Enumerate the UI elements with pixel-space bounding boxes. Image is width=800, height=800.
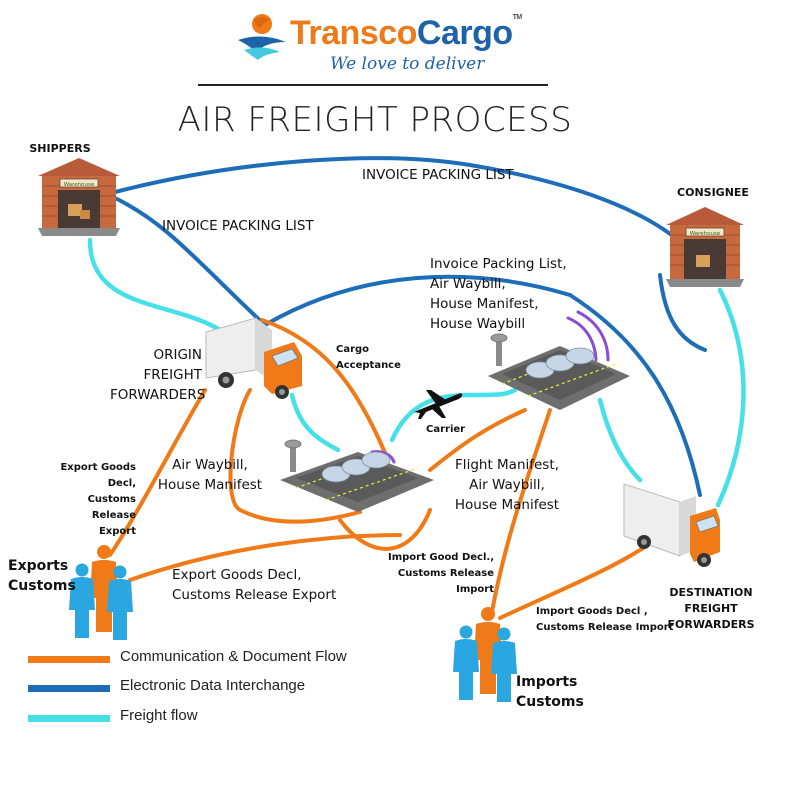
- legend-swatch-edi: [28, 685, 110, 692]
- import-good-decl-line-2: Customs Release Import: [397, 568, 494, 595]
- freight-line-origin-airport: [289, 392, 341, 453]
- title-divider: [198, 84, 548, 86]
- origin-forwarders-line-3: FORWARDERS: [110, 387, 206, 403]
- origin-airport-icon: [280, 439, 434, 512]
- edi-doc-line-3: House Manifest,: [430, 296, 539, 312]
- invoice-packing-list-top-label: INVOICE PACKING LIST: [362, 167, 514, 183]
- brand-name-part2: Cargo: [416, 14, 513, 52]
- export-goods-decl-left-line-2: Customs Release: [87, 494, 136, 521]
- comm-line-origin-airport-docs: [228, 388, 362, 524]
- imports-customs-label: Imports Customs: [516, 672, 586, 712]
- flight-manifest-label: Flight Manifest, Air Waybill, House Mani…: [448, 455, 566, 515]
- air-waybill-house-manifest-label: Air Waybill, House Manifest: [152, 455, 268, 495]
- export-goods-decl-left-label: Export Goods Decl, Customs Release Expor…: [40, 460, 136, 540]
- comm-line-import-decl-loop: [338, 508, 432, 551]
- edi-documents-label: Invoice Packing List, Air Waybill, House…: [430, 254, 567, 334]
- import-goods-decl-line-2: Customs Release Import: [536, 622, 674, 633]
- edi-doc-line-2: Air Waybill,: [430, 276, 506, 292]
- edi-doc-line-1: Invoice Packing List,: [430, 256, 567, 272]
- flight-manifest-line-2: Air Waybill,: [469, 477, 545, 493]
- exports-customs-label: Exports Customs: [8, 556, 76, 596]
- legend-swatch-communication: [28, 656, 110, 663]
- cargo-acceptance-line-1: Cargo: [336, 344, 370, 355]
- origin-forwarders-label: ORIGIN FREIGHT FORWARDERS: [110, 345, 206, 405]
- edi-line-origin-destination-docs: [263, 274, 572, 327]
- destination-forwarders-line-2: FREIGHT: [684, 602, 738, 615]
- shippers-sign-text: Warehouse: [64, 182, 95, 188]
- freight-line-shipper-origin: [87, 237, 223, 333]
- brand-tagline: We love to deliver: [330, 54, 485, 74]
- imports-customs-line-1: Imports: [516, 674, 578, 690]
- origin-forwarders-line-2: FREIGHT: [143, 367, 202, 383]
- air-waybill-line-2: House Manifest: [157, 477, 263, 493]
- trademark: TM: [512, 14, 523, 21]
- destination-forwarders-label: DESTINATION FREIGHT FORWARDERS: [652, 585, 770, 633]
- exports-customs-line-1: Exports: [8, 558, 69, 574]
- export-goods-decl-left-line-1: Export Goods Decl,: [60, 462, 136, 489]
- origin-forwarders-line-1: ORIGIN: [153, 347, 202, 363]
- exports-customs-people-icon: [69, 545, 133, 640]
- edi-lines: [113, 156, 707, 497]
- comm-line-exports-airport: [128, 533, 402, 582]
- imports-customs-line-2: Customs: [516, 694, 584, 710]
- export-goods-decl-left-line-3: Export: [98, 526, 136, 537]
- destination-airport-arc-2: [576, 310, 610, 362]
- airplane-icon: [414, 390, 463, 419]
- export-goods-decl-bottom-line-1: Export Goods Decl,: [172, 567, 302, 583]
- imports-customs-people-icon: [453, 607, 517, 702]
- freight-flow-lines: [87, 237, 746, 508]
- import-good-decl-line-1: Import Good Decl.,: [388, 552, 494, 563]
- consignee-warehouse-icon: Warehouse: [666, 207, 744, 287]
- brand-name: TranscoCargoTM: [290, 14, 522, 53]
- air-waybill-line-1: Air Waybill,: [172, 457, 248, 473]
- legend-label-communication: Communication & Document Flow: [120, 648, 347, 665]
- edi-line-docs-destination: [568, 293, 702, 497]
- edi-line-shipper-consignee: [113, 156, 680, 242]
- shippers-label: SHIPPERS: [29, 142, 91, 155]
- edi-doc-line-4: House Waybill: [430, 316, 526, 332]
- cargo-acceptance-line-2: Acceptance: [336, 360, 401, 371]
- legend-swatch-freight: [28, 715, 110, 722]
- export-goods-decl-bottom-line-2: Customs Release Export: [172, 587, 337, 603]
- edi-line-shipper-origin: [113, 196, 267, 327]
- freight-line-carrier: [389, 387, 518, 443]
- brand-name-part1: Transco: [290, 14, 417, 52]
- freight-line-destination-consignee: [715, 287, 746, 508]
- carrier-label: Carrier: [426, 424, 466, 435]
- freight-line-airport-destination: [597, 397, 643, 483]
- legend-label-edi: Electronic Data Interchange: [120, 677, 306, 694]
- comm-line-cargo-acceptance: [260, 318, 390, 462]
- destination-airport-icon: [488, 333, 630, 410]
- cargo-acceptance-label: Cargo Acceptance: [336, 342, 401, 374]
- communication-lines: [108, 318, 650, 620]
- import-good-decl-label: Import Good Decl., Customs Release Impor…: [368, 550, 494, 598]
- brand-logo-icon: [238, 14, 286, 60]
- shippers-warehouse-icon: Warehouse: [38, 158, 120, 236]
- import-goods-decl-line-1: Import Goods Decl ,: [536, 606, 648, 617]
- flight-manifest-line-1: Flight Manifest,: [455, 457, 559, 473]
- exports-customs-line-2: Customs: [8, 578, 76, 594]
- export-goods-decl-bottom-label: Export Goods Decl, Customs Release Expor…: [172, 565, 336, 605]
- legend-label-freight: Freight flow: [120, 707, 198, 724]
- import-goods-decl-label: Import Goods Decl , Customs Release Impo…: [536, 604, 673, 636]
- page-title: AIR FREIGHT PROCESS: [177, 100, 573, 140]
- edi-line-consignee-branch: [658, 273, 707, 352]
- comm-line-flight-manifest-b: [490, 408, 552, 614]
- comm-line-imports-destination: [498, 543, 650, 620]
- consignee-sign-text: Warehouse: [690, 231, 721, 237]
- origin-truck-icon: [205, 317, 302, 399]
- flight-manifest-line-3: House Manifest: [454, 497, 560, 513]
- destination-forwarders-line-3: FORWARDERS: [667, 618, 755, 631]
- consignee-label: CONSIGNEE: [677, 186, 749, 199]
- destination-forwarders-line-1: DESTINATION: [669, 586, 753, 599]
- destination-airport-arc-1: [566, 316, 598, 362]
- destination-truck-icon: [623, 483, 720, 567]
- comm-line-origin-exports: [108, 388, 207, 557]
- comm-line-flight-manifest-a: [428, 408, 527, 472]
- invoice-packing-list-left-label: INVOICE PACKING LIST: [162, 218, 314, 234]
